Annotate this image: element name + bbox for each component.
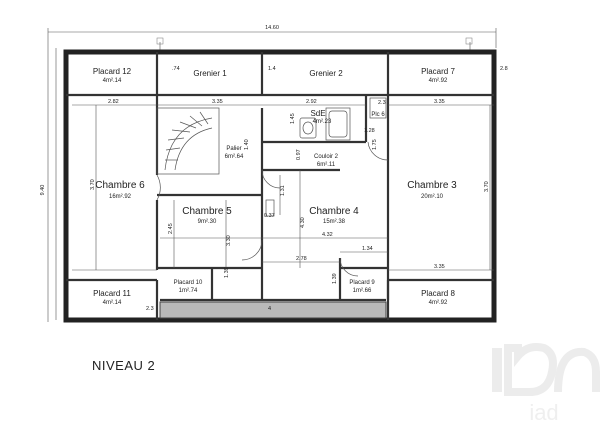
dim-label: 0.97 xyxy=(296,149,302,160)
room-name-plc6: Plc 6 xyxy=(371,112,385,118)
dim-label: 1.40 xyxy=(244,139,250,150)
room-area-placard10: 1m².74 xyxy=(179,288,198,294)
dim-label: 3.70 xyxy=(484,181,490,192)
dim-label: 2.78 xyxy=(296,256,307,262)
dim-label: 2.3 xyxy=(378,100,386,106)
iad-watermark-logo: iad xyxy=(492,343,600,424)
room-name-placard7: Placard 7 xyxy=(421,67,455,76)
room-area-palier: 6m².64 xyxy=(225,154,244,160)
room-name-placard10: Placard 10 xyxy=(174,280,203,286)
room-area-chambre4: 15m².38 xyxy=(323,219,346,225)
room-area-chambre6: 16m².92 xyxy=(109,194,132,200)
dim-label: 2.3 xyxy=(146,306,154,312)
door-swings xyxy=(156,141,389,277)
dim-label: 1.75 xyxy=(372,139,378,150)
dimension-labels: 2.82 3.35 2.92 3.35 1.28 3.70 3.70 3.35 … xyxy=(90,66,508,312)
dim-label: 3.35 xyxy=(212,99,223,105)
room-area-placard7: 4m².92 xyxy=(429,78,448,84)
room-area-chambre3: 20m².10 xyxy=(421,194,444,200)
room-name-chambre4: Chambre 4 xyxy=(309,206,359,217)
room-dimension-lines xyxy=(72,104,494,271)
room-area-placard8: 4m².92 xyxy=(429,300,448,306)
room-name-chambre6: Chambre 6 xyxy=(95,180,145,191)
room-name-palier: Palier xyxy=(226,146,241,152)
bathroom-fixtures xyxy=(265,107,351,217)
room-name-grenier2: Grenier 2 xyxy=(309,69,343,78)
level-title: NIVEAU 2 xyxy=(92,358,156,373)
watermark-text: iad xyxy=(529,400,558,424)
dim-label: 1.39 xyxy=(224,267,230,278)
room-area-placard12: 4m².14 xyxy=(103,78,122,84)
room-area-couloir2: 6m².11 xyxy=(317,162,336,168)
dim-label: 3.70 xyxy=(90,179,96,190)
overall-width-label: 14.60 xyxy=(265,25,279,31)
dim-label: 4 xyxy=(268,306,271,312)
overall-width-dimension: 14.60 xyxy=(47,25,497,320)
dim-label: 1.31 xyxy=(280,185,286,196)
dim-label: 1.39 xyxy=(332,273,338,284)
room-name-chambre3: Chambre 3 xyxy=(407,180,457,191)
dim-label: 4.32 xyxy=(322,232,333,238)
room-name-chambre5: Chambre 5 xyxy=(182,206,232,217)
room-name-placard9: Placard 9 xyxy=(349,280,375,286)
room-labels: Placard 12 4m².14 Grenier 1 Grenier 2 Pl… xyxy=(93,67,457,306)
dim-label: 1.34 xyxy=(362,246,373,252)
room-name-placard11: Placard 11 xyxy=(93,289,131,298)
dim-label: 1.4 xyxy=(268,66,276,72)
room-area-chambre5: 9m².30 xyxy=(198,219,217,225)
room-name-sde: SdE xyxy=(310,109,325,118)
room-name-couloir2: Couloir 2 xyxy=(314,154,339,160)
room-name-placard8: Placard 8 xyxy=(421,289,455,298)
dim-label: 1.45 xyxy=(290,113,296,124)
dim-label: .74 xyxy=(172,66,180,72)
room-name-placard12: Placard 12 xyxy=(93,67,132,76)
interior-walls xyxy=(66,52,494,320)
room-area-placard9: 1m².66 xyxy=(353,288,372,294)
dim-label: 0.37 xyxy=(264,213,275,219)
dim-label: 1.28 xyxy=(364,128,375,134)
dim-label: 2.92 xyxy=(306,99,317,105)
room-name-grenier1: Grenier 1 xyxy=(193,69,227,78)
room-area-placard11: 4m².14 xyxy=(103,300,122,306)
dim-label: 2.82 xyxy=(108,99,119,105)
overall-height-dimension: 9.40 xyxy=(40,48,49,322)
exterior-wall xyxy=(63,49,497,323)
dim-label: 3.35 xyxy=(434,264,445,270)
overall-height-label: 9.40 xyxy=(40,185,46,196)
dim-label: 3.30 xyxy=(226,235,232,246)
dim-label: 3.35 xyxy=(434,99,445,105)
dim-label: 4.30 xyxy=(300,217,306,228)
staircase xyxy=(164,111,213,171)
room-area-sde: 4m².23 xyxy=(313,119,332,125)
bottom-grey-strip xyxy=(159,301,387,319)
dim-label: 2.8 xyxy=(500,66,508,72)
dim-label: 2.45 xyxy=(168,223,174,234)
